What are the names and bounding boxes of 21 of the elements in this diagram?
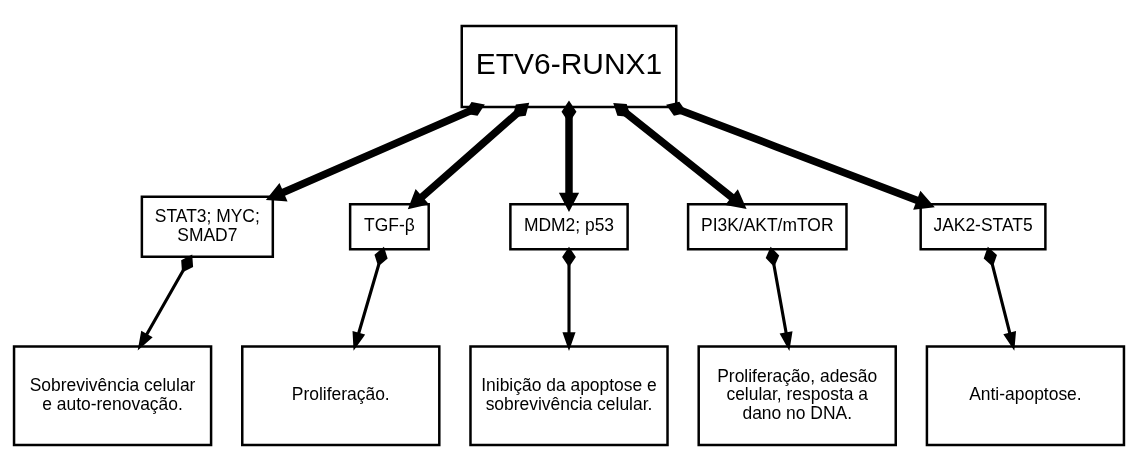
node-box: ETV6-RUNX1 [460, 24, 678, 108]
node-box: Anti-apoptose. [925, 344, 1126, 446]
arrow [352, 246, 388, 351]
node-box: Proliferação, adesão celular, resposta a dano no DNA. [697, 344, 897, 446]
node-box: JAK2-STAT5 [919, 202, 1047, 250]
node-box: PI3K/AKT/mTOR [686, 202, 848, 250]
arrow [765, 246, 793, 351]
arrow [983, 246, 1017, 351]
node-box: STAT3; MYC; SMAD7 [140, 195, 275, 258]
node-box: Inibição da apoptose e sobrevivência celular. [469, 344, 669, 446]
arrow [137, 254, 194, 350]
arrow [265, 101, 485, 202]
arrow [666, 101, 935, 210]
arrow [558, 99, 580, 212]
arrow [613, 102, 747, 209]
node-box: TGF-β [348, 202, 430, 250]
node-box: MDM2; p53 [509, 202, 629, 250]
node-box: Proliferação. [241, 344, 441, 446]
arrow [562, 246, 576, 351]
arrow [407, 102, 530, 209]
node-box: Sobrevivência celular e auto-renovação. [12, 344, 213, 446]
